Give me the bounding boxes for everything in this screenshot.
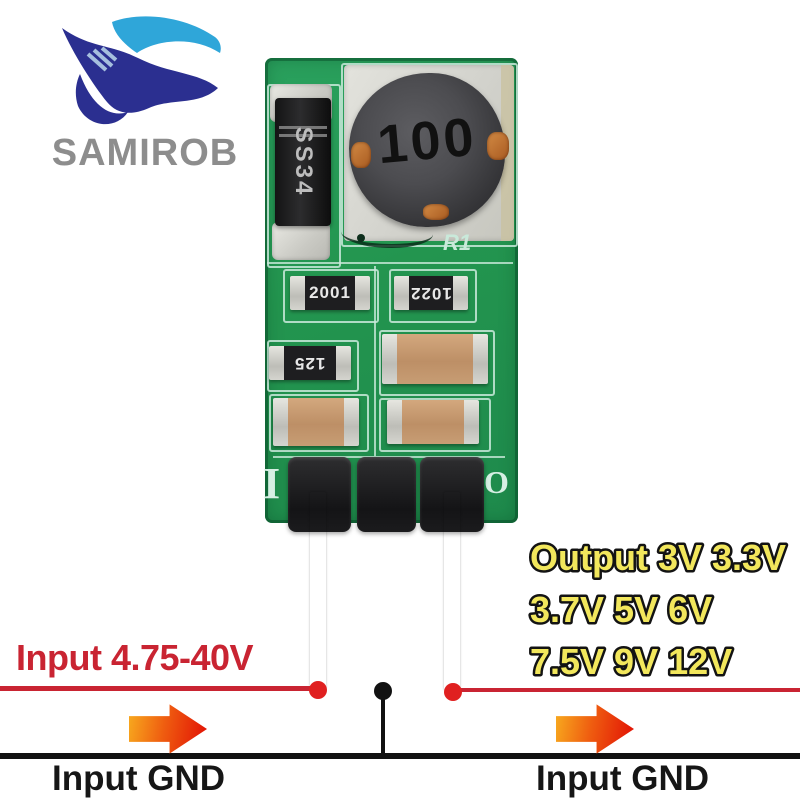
diode-label: SS34 — [290, 126, 317, 198]
output-line1: Output 3V 3.3V — [530, 537, 786, 578]
gnd-pin — [377, 492, 393, 692]
silkscreen-in-label: I — [263, 459, 281, 508]
output-line3: 7.5V 9V 12V — [530, 641, 732, 682]
resistor-terminal — [336, 346, 351, 380]
silkscreen-outline — [389, 269, 477, 323]
brand-logo — [48, 12, 238, 134]
capacitor-terminal — [344, 398, 359, 446]
diode-cathode-band — [279, 126, 327, 129]
resistor-terminal — [394, 276, 409, 310]
inductor-label: 100 — [375, 106, 479, 175]
output-pin — [444, 492, 460, 691]
resistor-terminal — [453, 276, 468, 310]
capacitor-body — [397, 334, 473, 384]
solder-pad — [272, 222, 330, 260]
resistor-label: 2001 — [309, 283, 351, 302]
gnd-left-label: Input GND — [52, 759, 226, 798]
silkscreen-line — [267, 262, 513, 264]
capacitor — [273, 398, 359, 446]
pin-header-block — [420, 457, 484, 532]
input-pin-dot — [309, 681, 327, 699]
pin-header-block — [357, 457, 416, 532]
inductor: 100 — [349, 73, 505, 227]
resistor-label: 125 — [294, 354, 326, 373]
silkscreen-outline — [267, 340, 359, 392]
silkscreen-line — [374, 266, 376, 456]
gnd-line — [0, 753, 800, 759]
input-line — [0, 686, 318, 691]
capacitor — [382, 334, 488, 384]
capacitor-terminal — [382, 334, 397, 384]
diode-ss34: SS34 — [275, 98, 331, 226]
output-line2: 3.7V 5V 6V — [530, 589, 712, 630]
resistor-terminal — [290, 276, 305, 310]
input-voltage-label: Input 4.75-40V — [16, 637, 254, 678]
copper-winding — [423, 204, 449, 220]
capacitor-terminal — [387, 400, 402, 444]
silkscreen-outline — [379, 398, 491, 452]
resistor-label: 1022 — [410, 284, 452, 303]
via-hole — [357, 234, 365, 242]
pcb-module: SS34 100 R1 2001 1022 125 — [263, 58, 518, 523]
input-pin — [310, 492, 326, 690]
resistor-terminal — [355, 276, 370, 310]
silkscreen-outline — [283, 269, 379, 323]
copper-winding — [487, 132, 509, 160]
capacitor-body — [288, 398, 344, 446]
gnd-right-label: Input GND — [536, 759, 710, 798]
output-line — [453, 688, 800, 692]
capacitor-terminal — [464, 400, 479, 444]
resistor-2001: 2001 — [290, 276, 370, 310]
brand-name: SAMIROB — [51, 132, 239, 174]
silkscreen-inductor-outline — [341, 63, 518, 247]
output-pin-dot — [444, 683, 462, 701]
resistor-125: 125 — [269, 346, 351, 380]
silkscreen-out-label: O — [484, 464, 509, 500]
silkscreen-outline — [269, 394, 369, 452]
silkscreen-r1-label: R1 — [443, 230, 472, 255]
capacitor-terminal — [473, 334, 488, 384]
pin-header-block — [288, 457, 351, 532]
resistor-terminal — [269, 346, 284, 380]
output-voltage-label: Output 3V 3.3V 3.7V 5V 6V 7.5V 9V 12V — [528, 535, 789, 685]
gnd-pin-dot — [374, 682, 392, 700]
diode-cathode-band — [279, 134, 327, 137]
capacitor-body — [402, 400, 464, 444]
silkscreen-outline — [379, 330, 495, 396]
pcb-trace — [341, 218, 433, 248]
capacitor-terminal — [273, 398, 288, 446]
copper-winding — [351, 142, 371, 168]
resistor-1022: 1022 — [394, 276, 468, 310]
arrow-right-icon — [556, 704, 634, 754]
brand-flag-icon — [62, 16, 221, 125]
arrow-right-icon — [129, 704, 207, 754]
capacitor — [387, 400, 479, 444]
gnd-connector-line — [381, 691, 385, 757]
